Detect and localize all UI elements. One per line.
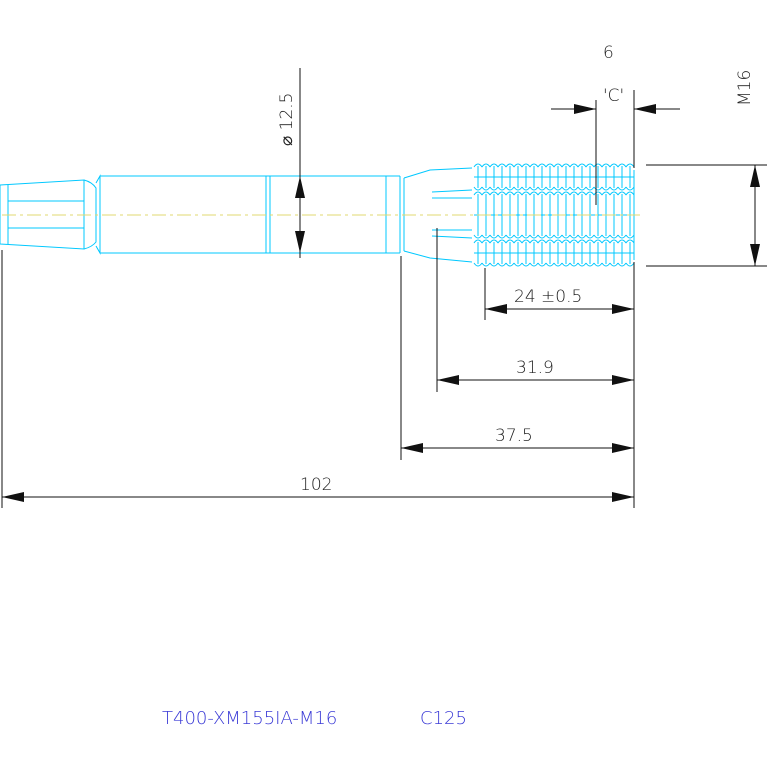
- dim-overall-length: 102: [2, 475, 634, 502]
- dim-shank-diameter: ⌀ 12.5: [277, 93, 305, 253]
- thread-length-label: 24 ±0.5: [514, 287, 582, 307]
- dim-thread-length: 24 ±0.5: [485, 287, 634, 314]
- title-block: T400-XM155IA-M16 C125: [162, 708, 467, 729]
- length-2-label: 37.5: [495, 426, 533, 446]
- dim-length-1: 31.9: [437, 358, 634, 385]
- part-code: C125: [420, 708, 467, 729]
- chamfer-length-label: 6: [603, 43, 614, 63]
- dim-chamfer: 6 'C': [551, 43, 680, 114]
- thread-size-label: M16: [735, 70, 755, 106]
- tap-outline: [0, 163, 635, 267]
- overall-length-label: 102: [300, 475, 332, 495]
- extension-lines: [1, 68, 767, 508]
- chamfer-label: 'C': [603, 86, 624, 106]
- dim-thread-size: M16: [735, 70, 760, 266]
- length-1-label: 31.9: [516, 358, 554, 378]
- dim-length-2: 37.5: [401, 426, 634, 453]
- shank-diameter-label: ⌀ 12.5: [277, 93, 297, 147]
- part-number: T400-XM155IA-M16: [162, 708, 337, 729]
